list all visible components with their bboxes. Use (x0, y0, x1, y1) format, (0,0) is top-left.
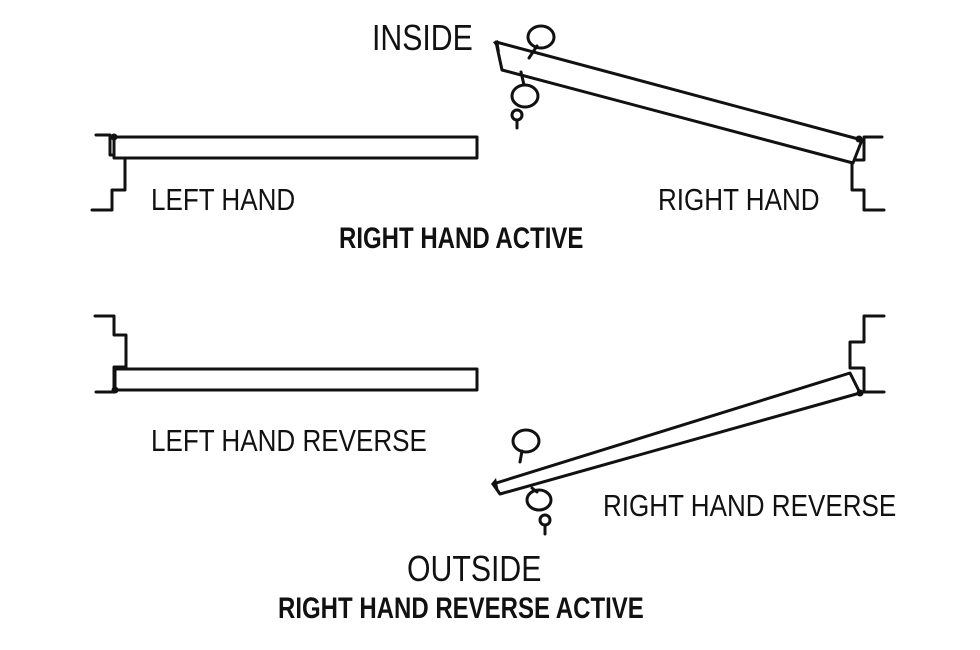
right-hand-reverse-active-caption: RIGHT HAND REVERSE ACTIVE (278, 592, 644, 625)
right-hand-reverse-label: RIGHT HAND REVERSE (603, 488, 897, 523)
right-jamb-bottom (848, 314, 886, 394)
right-hinge-bottom (856, 389, 864, 397)
outside-knob-top (510, 83, 540, 109)
left-hand-door-top (90, 133, 479, 212)
left-hand-label: LEFT HAND (151, 182, 296, 217)
left-hand-reverse-door (93, 314, 479, 394)
lever-hardware-bottom (511, 428, 553, 536)
right-door-leaf-top (494, 40, 864, 165)
left-hand-reverse-label: LEFT HAND REVERSE (151, 423, 427, 458)
right-hand-active-caption: RIGHT HAND ACTIVE (339, 222, 584, 255)
right-jamb-top (850, 135, 886, 212)
right-hand-door-top (493, 40, 886, 212)
left-door-leaf-bottom (113, 367, 479, 392)
inside-knob-stem-top (527, 44, 539, 60)
outside-label: OUTSIDE (407, 548, 542, 589)
right-hand-reverse-door (491, 314, 886, 496)
inside-knob-bottom (511, 428, 541, 454)
latch-edge-top (493, 40, 500, 52)
outside-knob-stem-bottom (530, 486, 539, 494)
latch-edge-bottom (491, 478, 499, 492)
inside-knob-top (526, 24, 556, 50)
inside-label: INSIDE (372, 17, 473, 58)
left-hinge-top (110, 133, 118, 141)
right-door-leaf-bottom (491, 371, 862, 496)
left-jamb-top (90, 133, 127, 212)
outside-knob-stem-top (519, 70, 526, 87)
right-hinge-top (855, 135, 863, 143)
left-door-leaf-top (112, 135, 479, 160)
inside-knob-stem-bottom (518, 449, 524, 464)
right-hand-label: RIGHT HAND (658, 182, 820, 217)
lever-hardware-top (510, 24, 556, 130)
left-hinge-bottom (111, 386, 119, 394)
outside-knob-bottom (525, 488, 553, 512)
